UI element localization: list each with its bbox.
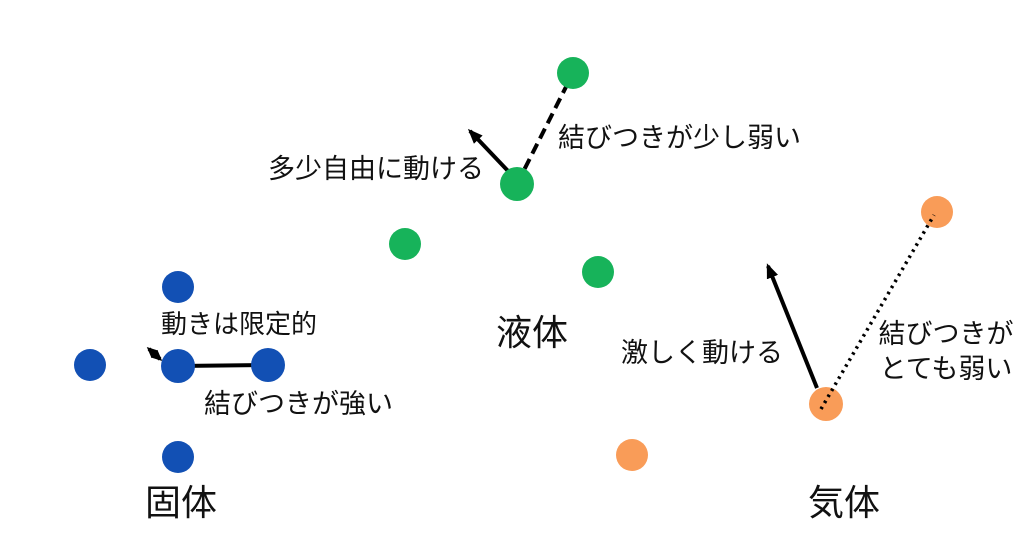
solid-bond-annotation: 結びつきが強い: [204, 389, 393, 420]
gas-particle: [809, 387, 843, 421]
solid-particle: [74, 349, 106, 381]
liquid-bond-dashed-line: [515, 72, 575, 185]
solid-vibration-double-arrow: [146, 346, 163, 362]
gas-bond-annotation-line1: 結びつきが: [878, 319, 1014, 350]
gas-motion-annotation: 激しく動ける: [621, 338, 783, 369]
liquid-particle: [582, 256, 614, 288]
liquid-state-label: 液体: [496, 313, 569, 354]
gas-bond-annotation-line2: とても弱い: [879, 354, 1013, 385]
gas-bond-dotted-line: [819, 214, 936, 410]
solid-particle: [162, 441, 194, 473]
solid-motion-annotation: 動きは限定的: [161, 310, 318, 340]
gas-particle: [921, 196, 953, 228]
liquid-motion-annotation: 多少自由に動ける: [268, 154, 484, 185]
gas-particle: [616, 439, 648, 471]
gas-bond-annotation: 結びつきが とても弱い: [876, 317, 1016, 387]
liquid-particle: [389, 228, 421, 260]
gas-state-label: 気体: [808, 483, 881, 524]
solid-group: [74, 271, 285, 473]
liquid-bond-annotation: 結びつきが少し弱い: [558, 123, 801, 154]
liquid-particle: [557, 57, 589, 89]
solid-state-label: 固体: [145, 483, 218, 524]
gas-group: [616, 196, 953, 471]
solid-particle: [251, 348, 285, 382]
liquid-group: [389, 57, 614, 288]
solid-particle: [161, 349, 195, 383]
liquid-motion-arrow: [467, 128, 511, 174]
solid-particle: [162, 271, 194, 303]
liquid-particle: [500, 167, 534, 201]
gas-motion-arrow: [766, 263, 819, 389]
